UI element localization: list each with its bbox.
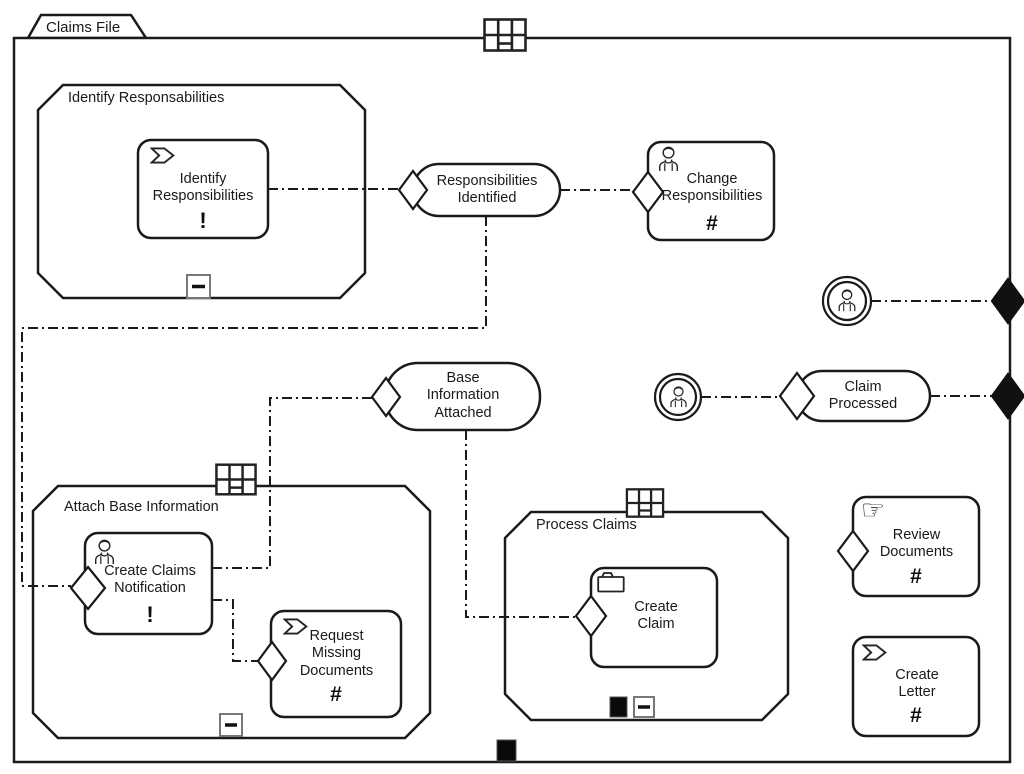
planning-table-icon (215, 463, 257, 496)
milestone-label: Responsibilities Identified (436, 172, 538, 206)
autocomplete-marker (609, 696, 628, 718)
user-event-listener[interactable] (821, 275, 873, 327)
collapse-marker-icon[interactable] (186, 274, 211, 299)
task-label: Create Claims Notification (104, 562, 196, 596)
collapse-marker-icon[interactable] (633, 696, 655, 718)
task-create-letter[interactable] (851, 635, 981, 738)
task-label: Create Claim (634, 598, 678, 632)
entry-criterion-diamond[interactable] (778, 371, 816, 421)
connector-notification-to-base-information[interactable] (212, 397, 372, 569)
repetition-decorator: # (330, 683, 342, 706)
task-label: Create Letter (895, 666, 939, 700)
entry-criterion-diamond[interactable] (631, 170, 665, 214)
entry-criterion-diamond[interactable] (256, 640, 288, 682)
stage-label-attach: Attach Base Information (64, 499, 219, 515)
repetition-decorator: # (706, 212, 718, 235)
collapse-marker-icon[interactable] (219, 713, 243, 737)
case-title: Claims File (46, 19, 121, 36)
task-label: Review Documents (879, 526, 954, 560)
stage-label-identify: Identify Responsabilities (68, 90, 225, 106)
milestone-label: Claim Processed (828, 378, 898, 412)
entry-criterion-diamond[interactable] (574, 594, 608, 638)
task-label: Request Missing Documents (299, 628, 374, 679)
stage-label-process: Process Claims (536, 517, 637, 533)
planning-table-icon (625, 488, 665, 518)
task-label: Identify Responsibilities (152, 170, 254, 204)
entry-criterion-diamond[interactable] (370, 376, 402, 418)
task-identify-responsibilities[interactable] (136, 138, 270, 240)
required-decorator: ! (146, 602, 154, 627)
task-label: Change Responsibilities (661, 170, 763, 204)
exit-criterion-diamond[interactable] (990, 277, 1024, 325)
required-decorator: ! (199, 208, 207, 233)
planning-table-icon (483, 18, 527, 52)
exit-criterion-diamond[interactable] (990, 372, 1024, 420)
repetition-decorator: # (910, 704, 922, 727)
connector-notification-to-request-missing[interactable] (212, 599, 258, 662)
entry-criterion-diamond[interactable] (836, 529, 870, 573)
connector-base-information-to-create-claim[interactable] (465, 430, 576, 618)
milestone-label: Base Information Attached (426, 370, 500, 421)
user-event-listener[interactable] (653, 372, 703, 422)
entry-criterion-diamond[interactable] (69, 565, 107, 611)
autocomplete-marker (496, 739, 517, 762)
entry-criterion-diamond[interactable] (397, 169, 429, 211)
repetition-decorator: # (910, 565, 922, 588)
connector-milestone-to-create-claims-notification[interactable] (21, 216, 487, 587)
manual-task-hand-icon: ☞ (860, 494, 886, 525)
